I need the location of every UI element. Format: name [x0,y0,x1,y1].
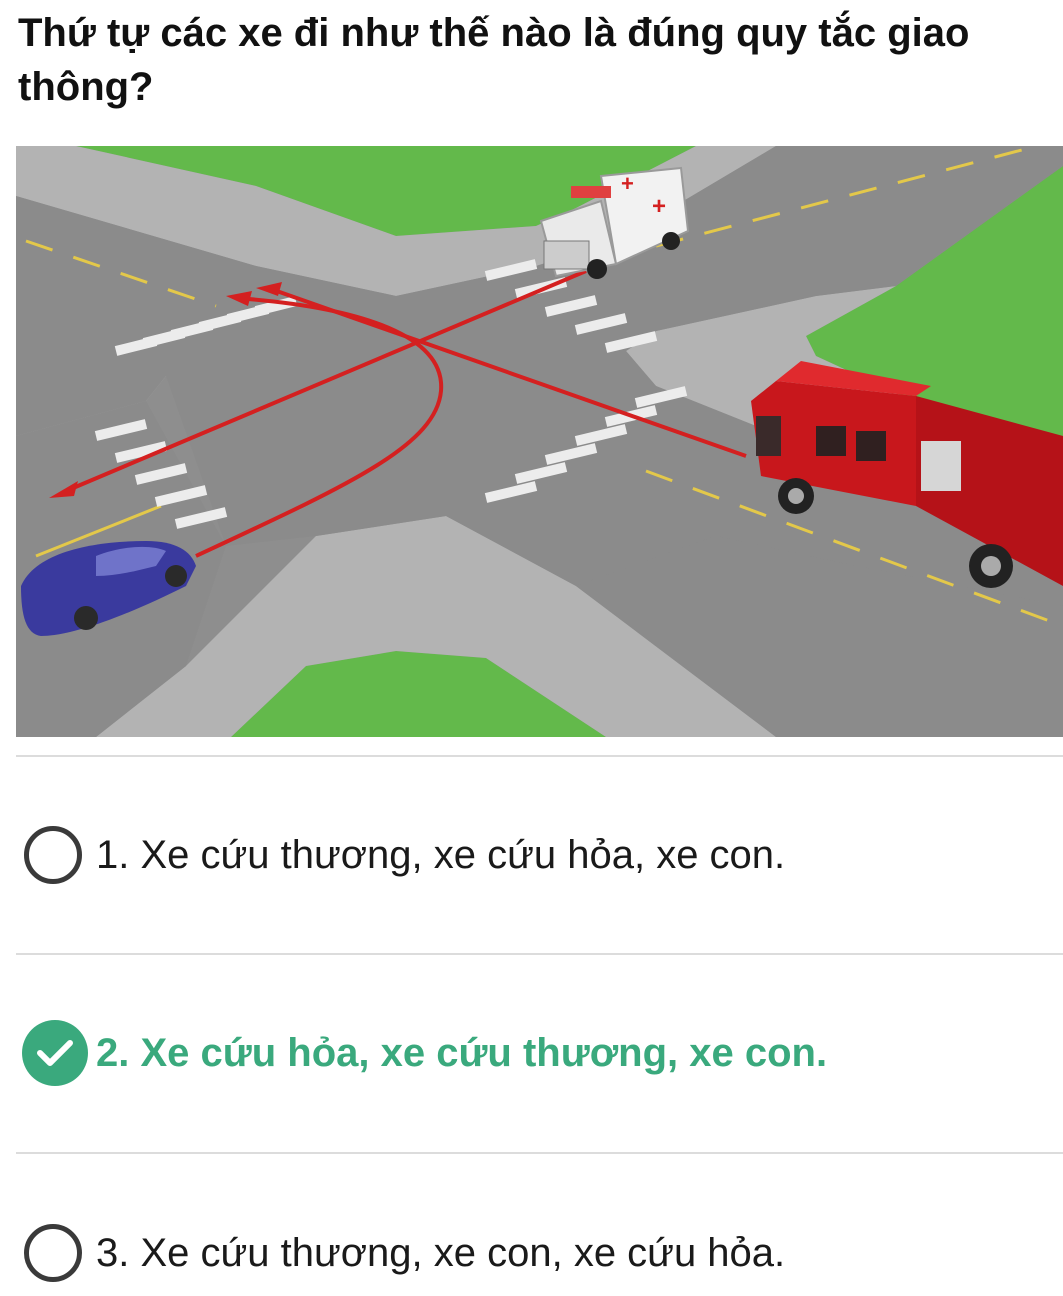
arrow-ambulance [65,269,587,493]
answer-option-2[interactable]: 2. Xe cứu hỏa, xe cứu thương, xe con. [22,1018,1054,1088]
answer-option-3[interactable]: 3. Xe cứu thương, xe con, xe cứu hỏa. [24,1218,1054,1288]
divider [16,755,1063,757]
divider [16,1152,1063,1154]
radio-empty-icon[interactable] [24,1224,82,1282]
check-circle-icon[interactable] [22,1020,88,1086]
checkmark-icon [37,1040,73,1066]
answer-option-label: 2. Xe cứu hỏa, xe cứu thương, xe con. [96,1030,828,1075]
divider [16,953,1063,955]
fire-truck-icon [751,361,1063,588]
svg-text:+: + [652,193,666,220]
answer-option-1[interactable]: 1. Xe cứu thương, xe cứu hỏa, xe con. [24,820,1054,890]
radio-empty-icon[interactable] [24,826,82,884]
grass-top [76,146,696,236]
car-icon [21,541,196,636]
answer-option-label: 1. Xe cứu thương, xe cứu hỏa, xe con. [96,832,786,877]
svg-text:+: + [621,171,634,196]
arrow-car [195,296,444,558]
ambulance-icon: + + [539,166,690,279]
answer-option-label: 3. Xe cứu thương, xe con, xe cứu hỏa. [96,1230,786,1275]
question-title: Thứ tự các xe đi như thế nào là đúng quy… [18,11,970,109]
grass-bottom [231,651,606,737]
intersection-illustration: + + [16,146,1063,737]
